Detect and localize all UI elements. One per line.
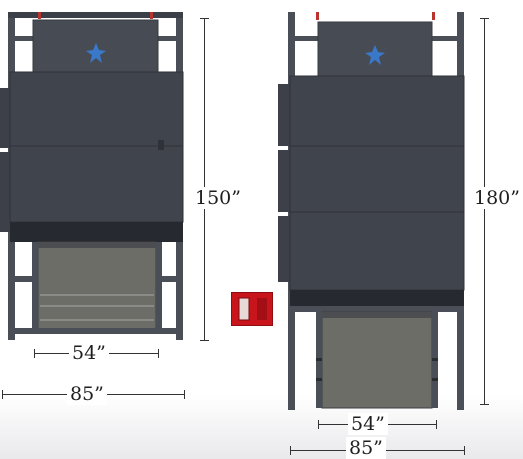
right-outer-width-label: 85” bbox=[346, 437, 386, 459]
right-height-tick-bottom bbox=[480, 404, 489, 405]
left-height-tick-bottom bbox=[200, 340, 209, 341]
logo-icon bbox=[365, 45, 385, 65]
left-inner-width-tick-right bbox=[158, 349, 159, 358]
left-height-label: 150” bbox=[192, 187, 244, 209]
logo-icon bbox=[86, 43, 106, 63]
left-machine-base bbox=[10, 222, 183, 242]
right-machine-base bbox=[290, 290, 464, 306]
left-outer-width-tick-right bbox=[184, 390, 185, 399]
right-machine-body bbox=[289, 75, 465, 291]
left-height-line bbox=[204, 18, 205, 340]
right-height-label: 180” bbox=[471, 187, 523, 209]
left-outer-width-label: 85” bbox=[67, 383, 107, 405]
left-machine-body bbox=[9, 71, 184, 223]
right-inner-width-tick-right bbox=[436, 420, 437, 429]
right-height-line bbox=[484, 18, 485, 404]
left-inner-width-label: 54” bbox=[69, 342, 109, 364]
right-conveyor bbox=[321, 311, 433, 409]
right-inner-width-label: 54” bbox=[348, 413, 388, 435]
control-panel-icon bbox=[231, 292, 273, 326]
right-outer-width-tick-right bbox=[464, 446, 465, 455]
left-frame-top-bar bbox=[8, 12, 183, 18]
